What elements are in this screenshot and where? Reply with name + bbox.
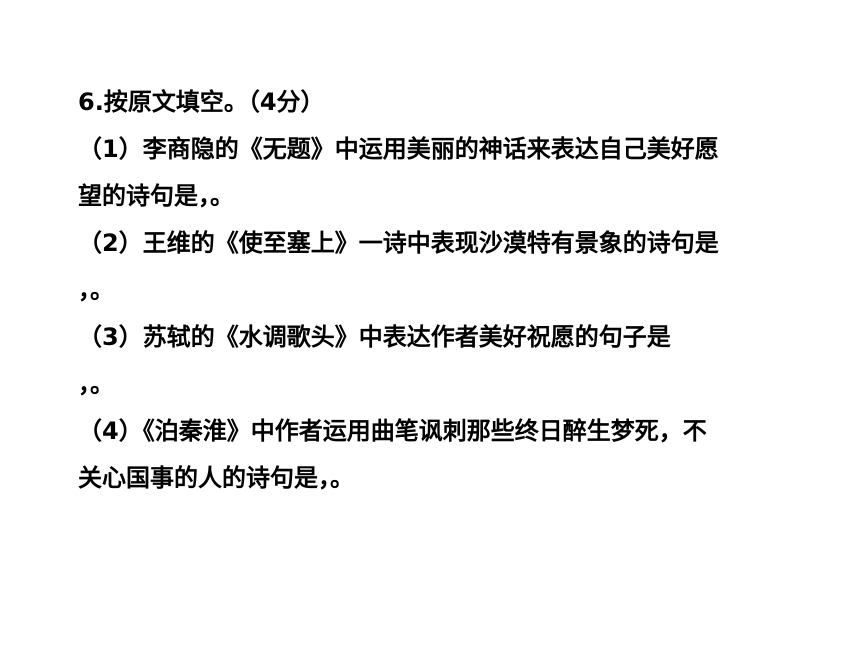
question-block: 6.按原文填空。（4分） （1）李商隐的《无题》中运用美丽的神话来表达自己美好愿… bbox=[78, 84, 798, 507]
item-3-line-2: ，。 bbox=[78, 366, 798, 413]
comma: ， bbox=[318, 464, 330, 492]
period: 。 bbox=[90, 370, 114, 398]
item-2-line-1: （2）王维的《使至塞上》一诗中表现沙漠特有景象的诗句是 bbox=[78, 229, 719, 257]
item-4-line-1: （4）《泊秦淮》中作者运用曲笔讽刺那些终日醉生梦死，不 bbox=[78, 417, 707, 445]
period: 。 bbox=[90, 276, 114, 304]
item-4-prefix: 关心国事的人的诗句是 bbox=[78, 464, 318, 492]
item-1-line-2: 望的诗句是，。 bbox=[78, 178, 798, 225]
question-title: 6.按原文填空。（4分） bbox=[78, 88, 325, 116]
item-4-line-2: 关心国事的人的诗句是，。 bbox=[78, 460, 798, 507]
comma: ， bbox=[78, 370, 90, 398]
item-1-prefix: 望的诗句是 bbox=[78, 182, 198, 210]
period: 。 bbox=[330, 464, 354, 492]
item-3-line-1: （3）苏轼的《水调歌头》中表达作者美好祝愿的句子是 bbox=[78, 323, 671, 351]
period: 。 bbox=[210, 182, 234, 210]
comma: ， bbox=[198, 182, 210, 210]
item-1-line-1: （1）李商隐的《无题》中运用美丽的神话来表达自己美好愿 bbox=[78, 135, 719, 163]
item-2-line-2: ，。 bbox=[78, 272, 798, 319]
comma: ， bbox=[78, 276, 90, 304]
